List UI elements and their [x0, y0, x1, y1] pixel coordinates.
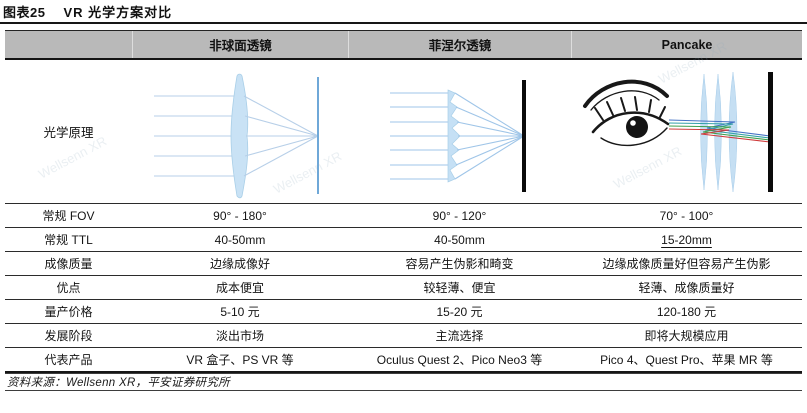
display-screen: [768, 72, 773, 192]
row-label: 发展阶段: [44, 329, 93, 343]
aspheric-lens-ray-diagram-svg: [154, 73, 319, 199]
cell-pancake-price: 120-180 元: [656, 305, 717, 319]
cell-pancake-fov: 70° - 100°: [659, 208, 714, 223]
cell-fresnel-price: 15-20 元: [436, 305, 483, 319]
cell-fresnel-fov: 90° - 120°: [432, 208, 487, 223]
row-label-optical-principle: 光学原理: [43, 126, 94, 140]
aspheric-lens-diagram: [132, 60, 348, 203]
row-label: 代表产品: [44, 353, 93, 367]
aspheric-lens-shape: [230, 73, 249, 199]
row-label: 量产价格: [44, 305, 93, 319]
table-row-fov: 常规 FOV 90° - 180° 90° - 120° 70° - 100°: [5, 203, 802, 227]
fresnel-lens-shape: [447, 89, 461, 183]
header-cell-fresnel: 菲涅尔透镜: [348, 31, 571, 58]
figure-title: VR 光学方案对比: [63, 4, 173, 20]
comparison-table: 非球面透镜 菲涅尔透镜 Pancake 光学原理: [5, 30, 802, 374]
cell-pancake-ttl: 15-20mm: [661, 232, 712, 247]
table-row-image-quality: 成像质量 边缘成像好 容易产生伪影和畸变 边缘成像质量好但容易产生伪影: [5, 251, 802, 275]
incoming-rays: [154, 95, 236, 177]
figure-tag: 图表25: [3, 4, 46, 20]
cell-fresnel-quality: 容易产生伪影和畸变: [405, 257, 514, 271]
cell-aspheric-fov: 90° - 180°: [213, 208, 267, 223]
table-header-row: 非球面透镜 菲涅尔透镜 Pancake: [5, 30, 802, 60]
pancake-folded-optics-svg: [583, 71, 773, 193]
cell-pancake-stage: 即将大规模应用: [644, 329, 729, 343]
cell-fresnel-ttl: 40-50mm: [434, 232, 485, 247]
header-cell-pancake: Pancake: [571, 31, 802, 58]
fresnel-lens-ray-diagram-svg: [390, 80, 526, 192]
table-row-price: 量产价格 5-10 元 15-20 元 120-180 元: [5, 299, 802, 323]
cell-fresnel-advantage: 较轻薄、便宜: [423, 281, 496, 295]
display-screen: [522, 80, 526, 192]
row-label: 成像质量: [44, 257, 93, 271]
table-row-stage: 发展阶段 淡出市场 主流选择 即将大规模应用: [5, 323, 802, 347]
cell-aspheric-price: 5-10 元: [220, 305, 260, 319]
header-cell-aspheric: 非球面透镜: [132, 31, 348, 58]
table-row-ttl: 常规 TTL 40-50mm 40-50mm 15-20mm: [5, 227, 802, 251]
row-label: 优点: [56, 281, 81, 295]
figure-title-bar: 图表25 VR 光学方案对比: [0, 0, 807, 24]
converging-rays: [454, 92, 525, 180]
cell-pancake-quality: 边缘成像质量好但容易产生伪影: [602, 257, 771, 271]
source-text: 资料来源：Wellsenn XR，平安证券研究所: [7, 377, 230, 389]
row-label: 常规 TTL: [44, 233, 93, 247]
header-cell-empty: [5, 31, 132, 58]
cell-aspheric-stage: 淡出市场: [215, 329, 264, 343]
cell-fresnel-stage: 主流选择: [435, 329, 484, 343]
eye-icon: [583, 79, 670, 147]
cell-aspheric-quality: 边缘成像好: [209, 257, 270, 271]
pancake-diagram: [571, 60, 807, 203]
source-bar: 资料来源：Wellsenn XR，平安证券研究所: [5, 373, 802, 391]
table-row-advantages: 优点 成本便宜 较轻薄、便宜 轻薄、成像质量好: [5, 275, 802, 299]
cell-fresnel-products: Oculus Quest 2、Pico Neo3 等: [376, 353, 543, 367]
cell-pancake-advantage: 轻薄、成像质量好: [638, 281, 735, 295]
folded-light-rays: [668, 119, 771, 143]
focal-plane-line: [317, 77, 319, 194]
fresnel-lens-diagram: [348, 60, 571, 203]
cell-aspheric-ttl: 40-50mm: [214, 232, 266, 247]
table-row-products: 代表产品 VR 盒子、PS VR 等 Oculus Quest 2、Pico N…: [5, 347, 802, 374]
cell-aspheric-advantage: 成本便宜: [215, 281, 264, 295]
row-label: 常规 FOV: [42, 209, 95, 223]
cell-pancake-products: Pico 4、Quest Pro、苹果 MR 等: [600, 353, 773, 367]
converging-rays: [243, 95, 319, 177]
optical-principle-row: 光学原理: [5, 60, 802, 203]
incoming-rays: [390, 92, 454, 180]
cell-aspheric-products: VR 盒子、PS VR 等: [186, 353, 294, 367]
